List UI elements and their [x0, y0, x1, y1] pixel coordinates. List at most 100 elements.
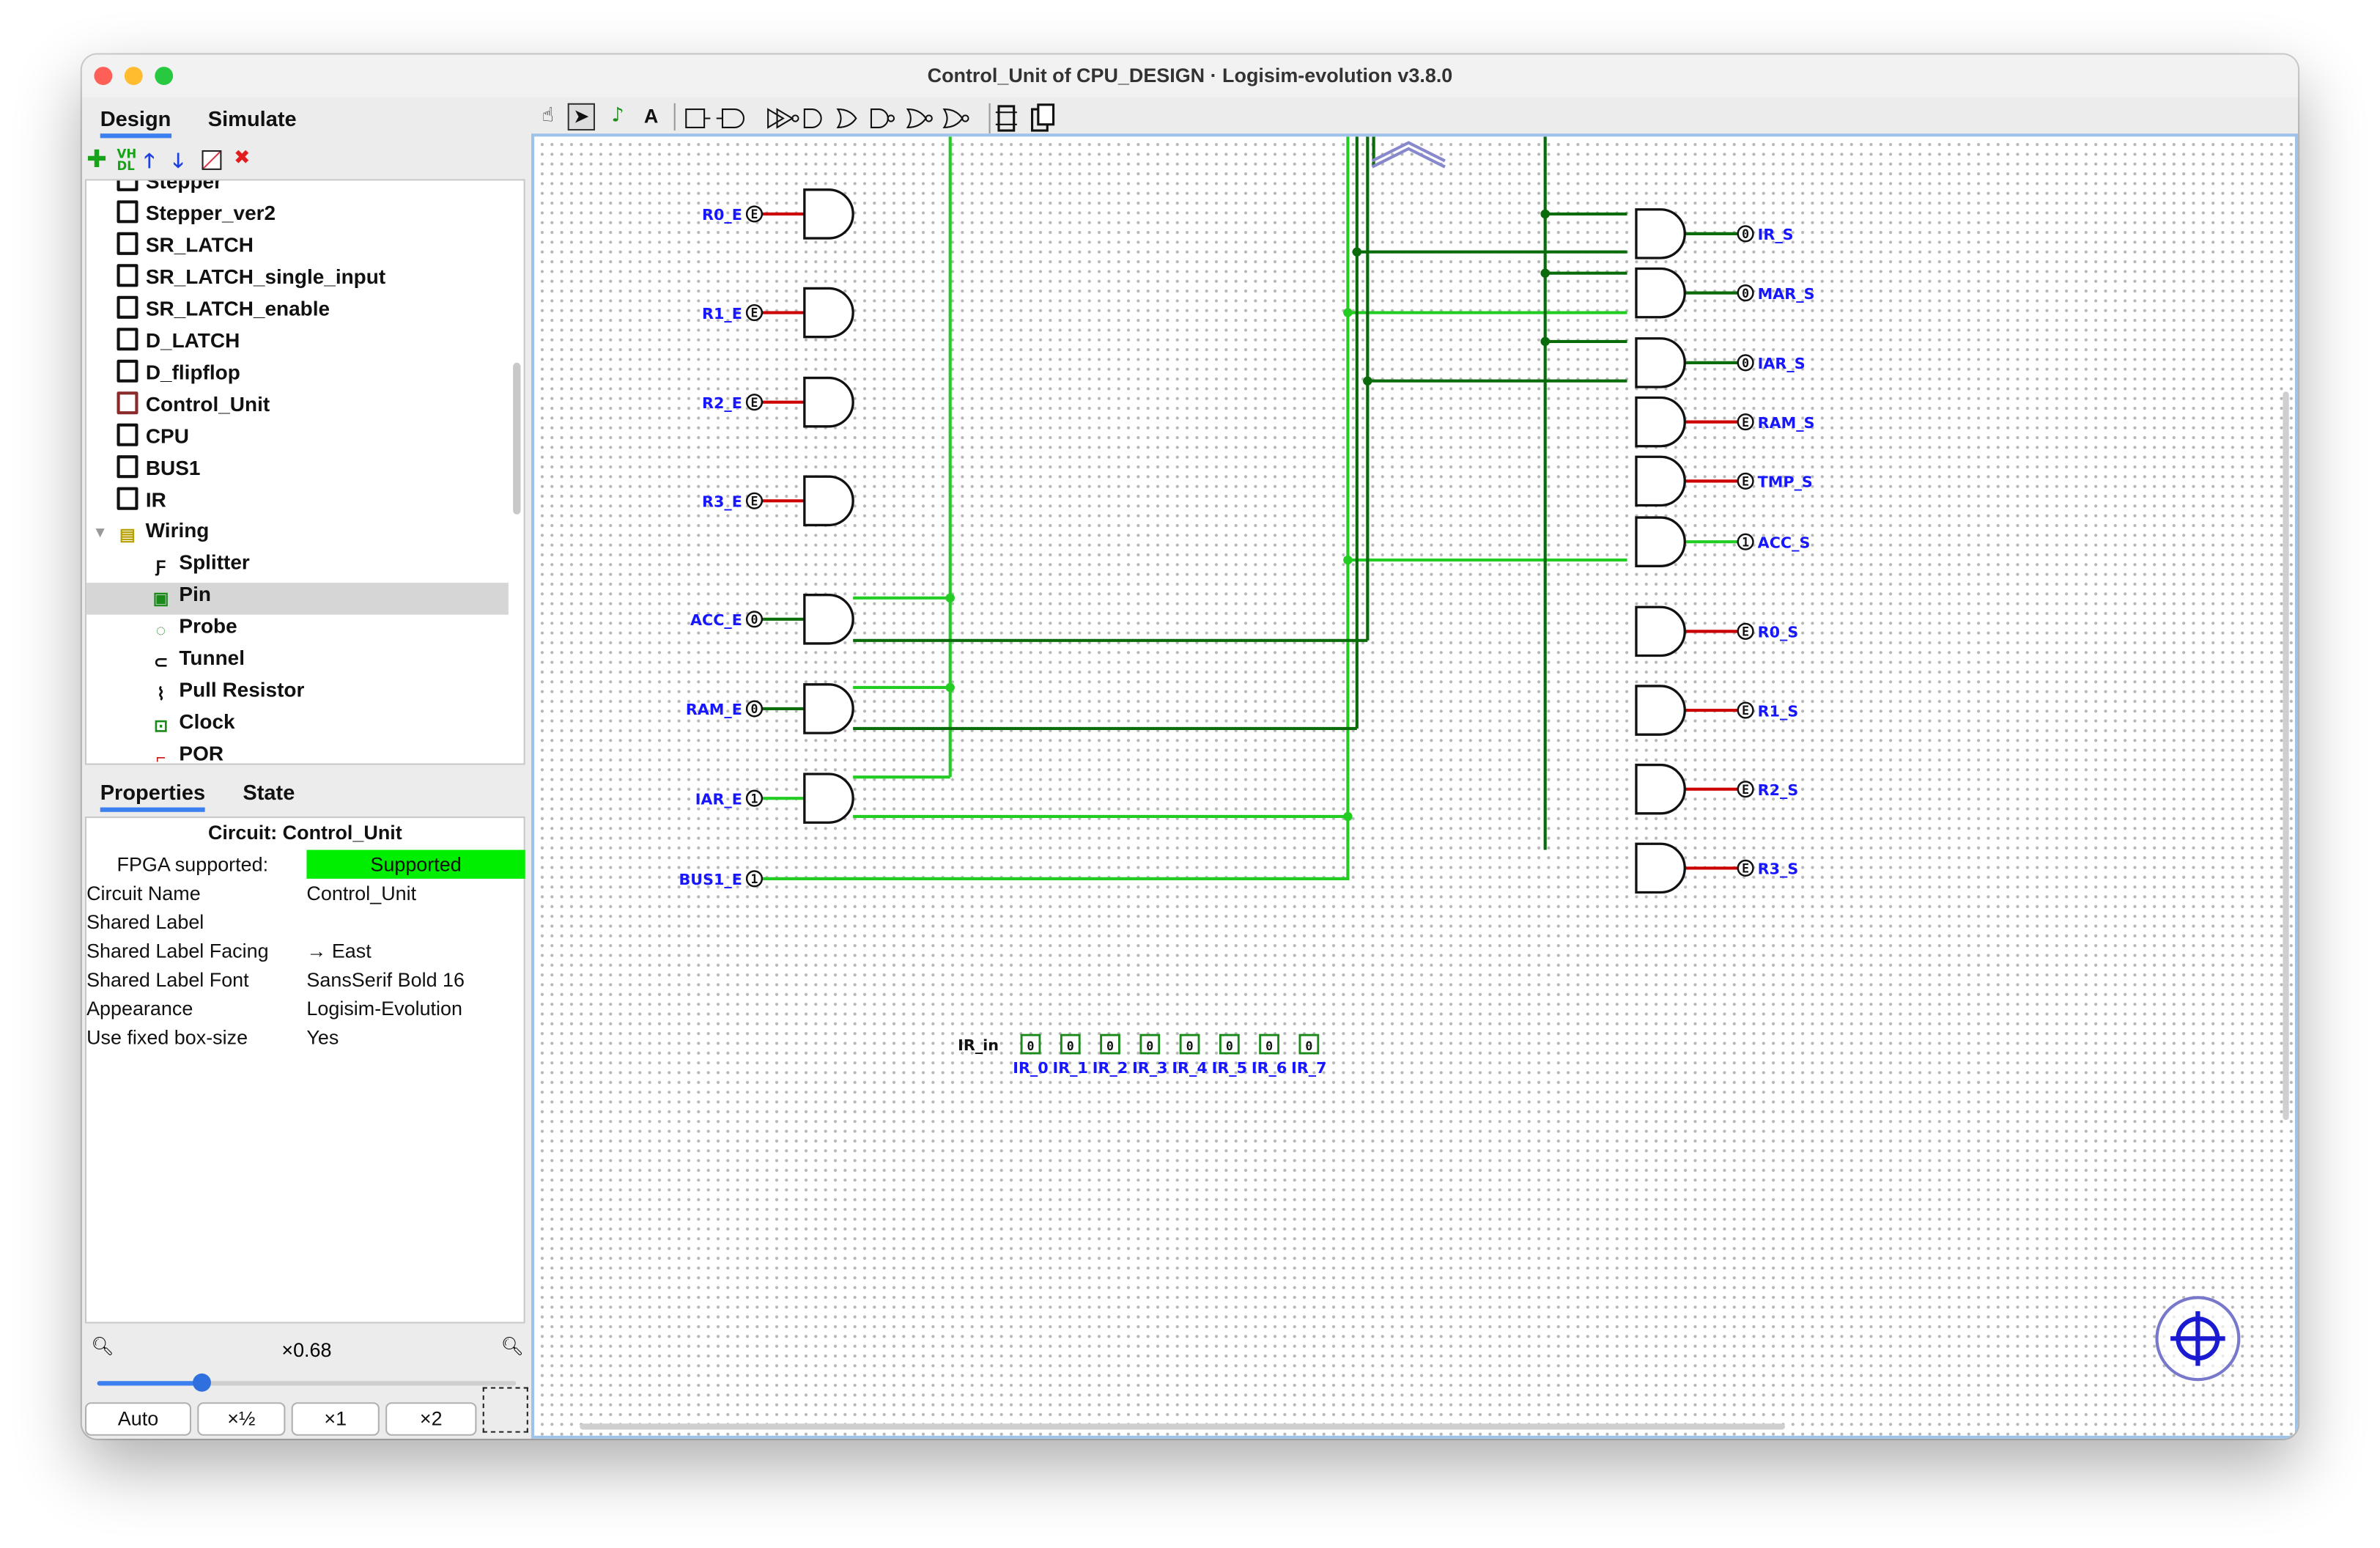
recenter-icon[interactable] [2155, 1296, 2241, 1382]
and-gate-right-5[interactable] [1635, 516, 1686, 567]
input-pin-r0_e[interactable] [745, 205, 764, 223]
output-pin-ram_s[interactable] [1737, 413, 1754, 431]
and-gate-right-7[interactable] [1635, 685, 1686, 736]
output-pin-r1_s[interactable] [1737, 701, 1754, 719]
poke-tool-icon[interactable]: ☝ [542, 104, 554, 128]
xor-gate-tool-icon[interactable] [942, 108, 969, 128]
add-circuit-tool-icon[interactable] [995, 105, 1017, 132]
ir-bit-pin-3[interactable] [1139, 1033, 1161, 1055]
circuit-appearance-tool-icon[interactable] [1030, 103, 1055, 132]
zoom-one-button[interactable]: ×1 [291, 1402, 380, 1436]
and-gate-left-1[interactable] [803, 287, 854, 339]
tree-item-stepper-ver2[interactable]: Stepper_ver2 [117, 200, 276, 232]
and-gate-right-4[interactable] [1635, 455, 1686, 507]
zoom-slider-knob[interactable] [193, 1373, 211, 1392]
tree-item-pull-resistor[interactable]: ⌇Pull Resistor [150, 679, 304, 710]
prop-row-label-facing[interactable]: Shared Label Facing→ East [86, 939, 372, 962]
and-gate-left-6[interactable] [803, 773, 854, 824]
tab-design[interactable]: Design [100, 106, 171, 139]
input-pin-r2_e[interactable] [745, 394, 764, 411]
zoom-two-button[interactable]: ×2 [385, 1402, 477, 1436]
buffer-tool-icon[interactable] [767, 108, 785, 129]
add-circuit-icon[interactable]: ✚ [86, 144, 107, 174]
ir-bit-pin-5[interactable] [1219, 1033, 1240, 1055]
tree-folder-wiring[interactable]: ▼▤Wiring [92, 519, 209, 550]
input-pin-r1_e[interactable] [745, 303, 764, 322]
and-gate-right-8[interactable] [1635, 763, 1686, 815]
and-gate-left-4[interactable] [803, 594, 854, 645]
output-pin-tmp_s[interactable] [1737, 472, 1754, 490]
and-gate-right-3[interactable] [1635, 396, 1686, 448]
nor-gate-tool-icon[interactable] [906, 108, 933, 128]
and-gate-right-6[interactable] [1635, 605, 1686, 657]
not-gate-tool-icon[interactable] [776, 108, 799, 129]
output-pin-r2_s[interactable] [1737, 781, 1754, 798]
scroll-up-chevron-icon[interactable] [1371, 141, 1446, 169]
tab-state[interactable]: State [243, 780, 295, 805]
text-tool-icon[interactable]: A [643, 104, 659, 128]
and-gate-left-2[interactable] [803, 376, 854, 428]
ir-bit-pin-6[interactable] [1259, 1033, 1279, 1055]
tree-item-probe[interactable]: ◌Probe [150, 615, 237, 646]
and-gate-left-3[interactable] [803, 475, 854, 527]
input-pin-bus1_e[interactable] [745, 870, 764, 888]
tree-item-sr-latch-enable[interactable]: SR_LATCH_enable [117, 295, 330, 328]
move-up-icon[interactable]: 🡑 [144, 150, 155, 174]
tab-properties[interactable]: Properties [100, 780, 206, 812]
tree-item-d-latch[interactable]: D_LATCH [117, 328, 240, 359]
zoom-in-icon[interactable]: 🔍︎ [500, 1335, 525, 1357]
ir-bit-pin-2[interactable] [1100, 1033, 1120, 1055]
ir-bit-pin-4[interactable] [1179, 1033, 1200, 1055]
output-pin-ir_s[interactable] [1737, 225, 1754, 243]
input-pin-ram_e[interactable] [745, 700, 764, 718]
tree-scrollbar[interactable] [513, 362, 521, 515]
delete-circuit-icon[interactable]: ✖ [233, 147, 251, 170]
zoom-slider-track[interactable] [97, 1373, 517, 1392]
input-pin-tool-icon[interactable] [685, 108, 711, 128]
ir-bit-pin-0[interactable] [1020, 1033, 1041, 1055]
tree-item-tunnel[interactable]: ⊂Tunnel [150, 646, 245, 678]
zoom-out-icon[interactable]: 🔍︎ [91, 1335, 114, 1357]
zoom-auto-button[interactable]: Auto [84, 1402, 191, 1436]
or-gate-tool-icon[interactable] [836, 108, 857, 128]
output-pin-r3_s[interactable] [1737, 859, 1754, 877]
edit-appearance-icon[interactable] [202, 150, 222, 170]
tab-simulate[interactable]: Simulate [207, 106, 297, 131]
tree-item-cpu[interactable]: CPU [117, 423, 189, 455]
tree-item-sr-latch-single-input[interactable]: SR_LATCH_single_input [117, 264, 385, 295]
output-pin-r0_s[interactable] [1737, 622, 1754, 640]
tree-item-sr-latch[interactable]: SR_LATCH [117, 232, 254, 264]
vertical-scrollbar[interactable] [2283, 391, 2289, 1121]
zoom-window-button[interactable] [155, 67, 174, 85]
minimize-window-button[interactable] [124, 67, 143, 85]
output-pin-mar_s[interactable] [1737, 284, 1754, 302]
move-down-icon[interactable]: 🡓 [173, 150, 184, 174]
fit-screen-icon[interactable] [482, 1387, 528, 1433]
and-gate-right-1[interactable] [1635, 267, 1686, 319]
and-gate-right-9[interactable] [1635, 842, 1686, 894]
tree-item-stepper[interactable]: Stepper [117, 180, 222, 200]
output-pin-acc_s[interactable] [1737, 533, 1754, 550]
tree-item-ir[interactable]: IR [117, 487, 166, 519]
and-gate-left-5[interactable] [803, 683, 854, 734]
zoom-half-button[interactable]: ×½ [197, 1402, 286, 1436]
input-pin-acc_e[interactable] [745, 611, 764, 628]
nand-gate-tool-icon[interactable] [870, 108, 895, 128]
tree-item-d-flipflop[interactable]: D_flipflop [117, 359, 240, 391]
tree-item-bus1[interactable]: BUS1 [117, 455, 200, 487]
and-gate-right-2[interactable] [1635, 337, 1686, 388]
prop-row-shared-label[interactable]: Shared Label [86, 910, 204, 934]
tree-item-clock[interactable]: ⊡Clock [150, 710, 235, 742]
input-pin-r3_e[interactable] [745, 492, 764, 509]
select-tool-icon[interactable]: ➤ [567, 103, 595, 131]
horizontal-scrollbar[interactable] [580, 1423, 1785, 1430]
output-pin-tool-icon[interactable] [716, 108, 745, 128]
tree-item-por[interactable]: ⌐POR [150, 742, 223, 764]
